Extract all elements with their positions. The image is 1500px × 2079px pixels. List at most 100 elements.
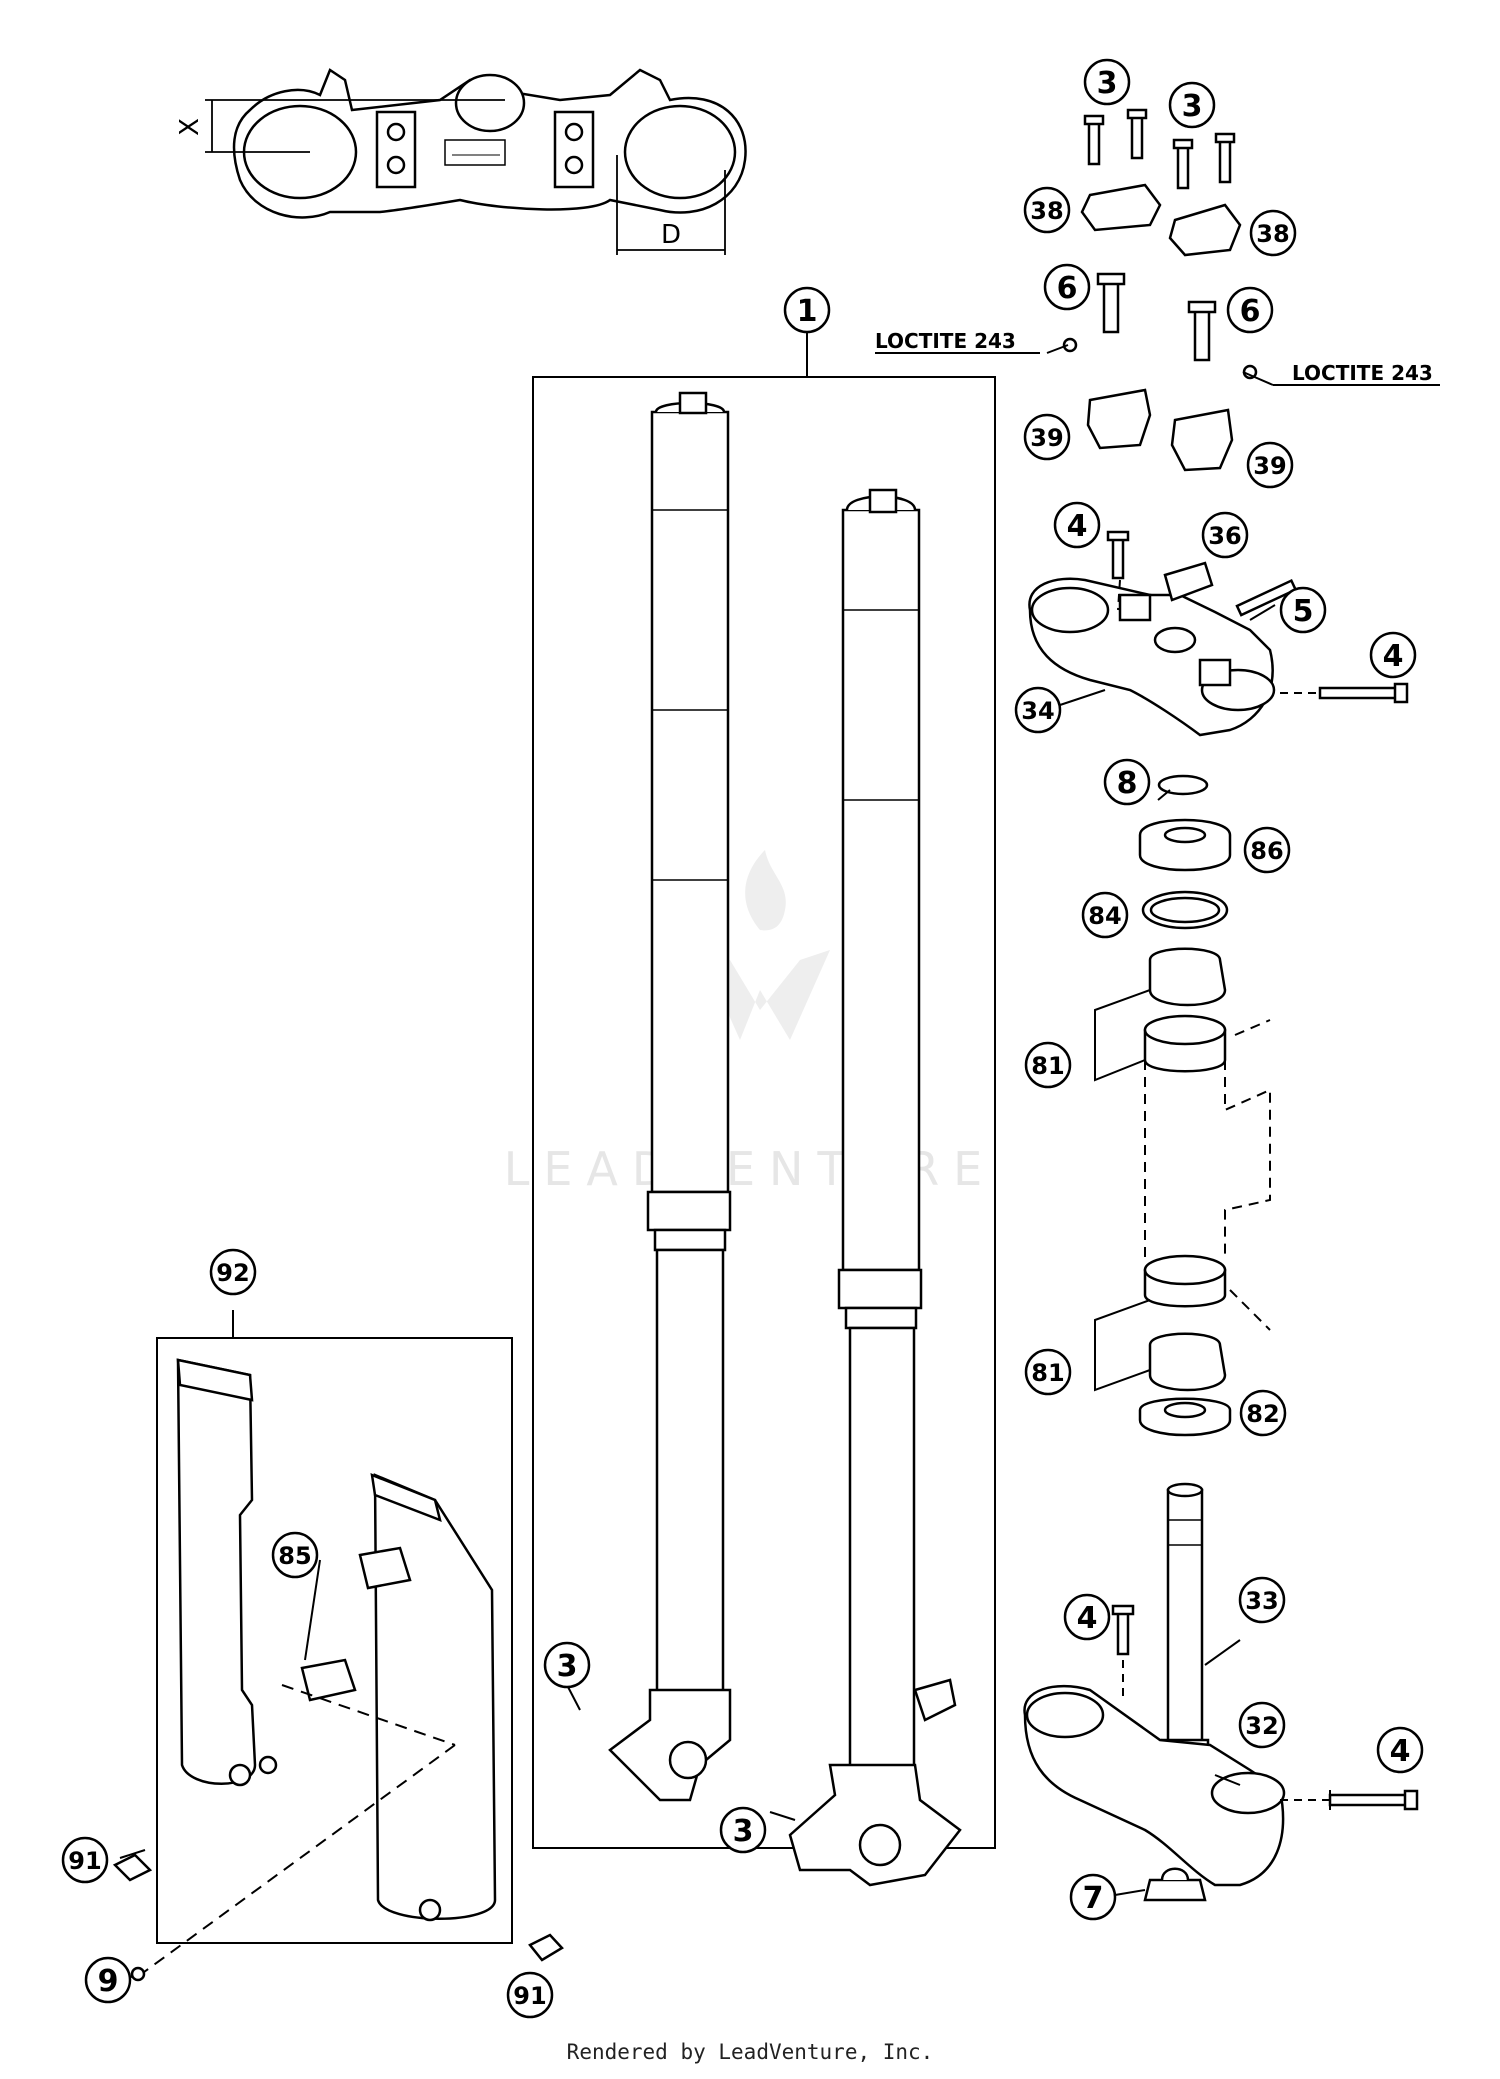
callout-label-4b: 4 (1383, 639, 1404, 674)
loctite-note-right: LOCTITE 243 (1292, 361, 1433, 385)
callout-91b (506, 1971, 554, 2019)
bearing-bracket-lines (1094, 989, 1151, 1392)
callout-label-3c: 3 (557, 1649, 578, 1684)
callout-label-1: 1 (797, 294, 818, 329)
callout-33 (1238, 1576, 1286, 1624)
callout-label-84: 84 (1088, 902, 1121, 930)
callout-label-36: 36 (1208, 522, 1241, 550)
callout-label-86: 86 (1250, 837, 1283, 865)
leader-lines (119, 344, 1440, 1896)
callout-label-81b: 81 (1031, 1359, 1064, 1387)
callout-label-5: 5 (1293, 594, 1314, 629)
callout-label-9: 9 (98, 1964, 119, 1999)
dimension-x-label: X (175, 118, 205, 136)
callout-32 (1238, 1701, 1286, 1749)
callout-6b (1226, 286, 1274, 334)
callout-label-3b: 3 (1182, 89, 1203, 124)
callout-91a (61, 1836, 109, 1884)
callout-label-91a: 91 (68, 1847, 101, 1875)
callout-36 (1201, 511, 1249, 559)
fork-guard-box (156, 1310, 513, 1944)
callout-8 (1103, 758, 1151, 806)
o-ring (1157, 774, 1209, 796)
callout-4c (1063, 1593, 1111, 1641)
callout-label-91b: 91 (513, 1982, 546, 2010)
callout-5 (1279, 586, 1327, 634)
clamp-right-bore (623, 104, 737, 200)
fork-assembly-box (532, 330, 996, 1849)
callout-39b (1246, 441, 1294, 489)
callout-label-6b: 6 (1240, 294, 1261, 329)
callout-label-38b: 38 (1256, 220, 1289, 248)
callout-81a (1024, 1041, 1072, 1089)
dimension-lines (205, 99, 726, 255)
guard-clip (300, 1546, 412, 1702)
lower-bearing (1148, 1332, 1227, 1392)
callout-7 (1069, 1873, 1117, 1921)
callout-84 (1081, 891, 1129, 939)
guard-screws (99, 1853, 564, 1992)
callout-86 (1243, 826, 1291, 874)
footer-credit: Rendered by LeadVenture, Inc. (566, 2040, 934, 2064)
callout-38a (1023, 186, 1071, 234)
callout-label-33: 33 (1245, 1587, 1278, 1615)
lower-triple-clamp (1023, 1685, 1286, 1887)
right-fork-leg (788, 488, 962, 1887)
upper-triple-clamp (1028, 577, 1276, 737)
watermark-text: LEADVENTURE (504, 1142, 997, 1196)
upper-clamp-dashed (1117, 579, 1320, 694)
callout-6a (1043, 263, 1091, 311)
callout-3b (1168, 81, 1216, 129)
loctite-note-left: LOCTITE 243 (875, 329, 1016, 353)
callout-label-4a: 4 (1067, 509, 1088, 544)
steering-stem (1160, 1482, 1210, 1772)
callout-label-81a: 81 (1031, 1052, 1064, 1080)
callout-label-6a: 6 (1057, 271, 1078, 306)
callout-38b (1249, 209, 1297, 257)
dimension-d-label: D (661, 220, 681, 250)
clamp-center-bore (454, 73, 526, 133)
frame-head-dashed-outline (1144, 1019, 1271, 1331)
callout-9 (84, 1956, 132, 2004)
callout-labels: 1 3 3 38 38 6 6 39 39 4 36 5 4 34 8 86 8… (68, 66, 1410, 2010)
handlebar-clamps-upper (1080, 183, 1242, 257)
left-fork-leg (608, 391, 732, 1802)
lower-clamp-dashed (1122, 1660, 1331, 1810)
callout-label-39b: 39 (1253, 452, 1286, 480)
dust-seal (1138, 818, 1232, 872)
callout-39a (1023, 413, 1071, 461)
handlebar-risers (1086, 388, 1234, 472)
callout-3d (719, 1806, 767, 1854)
callout-1 (783, 286, 831, 334)
callout-81b (1024, 1348, 1072, 1396)
callout-4b (1369, 631, 1417, 679)
callout-label-38a: 38 (1030, 197, 1063, 225)
callout-label-32: 32 (1245, 1712, 1278, 1740)
callout-label-39a: 39 (1030, 424, 1063, 452)
right-fork-guard (370, 1473, 497, 1922)
callout-4a (1053, 501, 1101, 549)
guard-assembly-dashed-lines (139, 1684, 456, 1976)
callouts (61, 58, 1424, 2019)
callout-82 (1239, 1389, 1287, 1437)
callout-label-85: 85 (278, 1542, 311, 1570)
callout-label-8: 8 (1117, 766, 1138, 801)
callout-label-3a: 3 (1097, 66, 1118, 101)
watermark-flame-icon (745, 850, 786, 931)
callout-34 (1014, 686, 1062, 734)
callout-label-3d: 3 (733, 1814, 754, 1849)
triple-clamp-dimension-view (232, 68, 747, 219)
steering-bearing-stack (1138, 774, 1232, 1437)
callout-label-4c: 4 (1077, 1601, 1098, 1636)
callout-label-92: 92 (216, 1259, 249, 1287)
callout-92 (209, 1248, 257, 1296)
callout-3c (543, 1641, 591, 1689)
callout-label-4d: 4 (1390, 1734, 1411, 1769)
callout-label-34: 34 (1021, 697, 1054, 725)
lower-clamp-fasteners (1111, 1604, 1419, 1902)
upper-bearing (1148, 947, 1227, 1007)
callout-4d (1376, 1726, 1424, 1774)
stem-nut (1143, 1878, 1207, 1902)
callout-3a (1083, 58, 1131, 106)
